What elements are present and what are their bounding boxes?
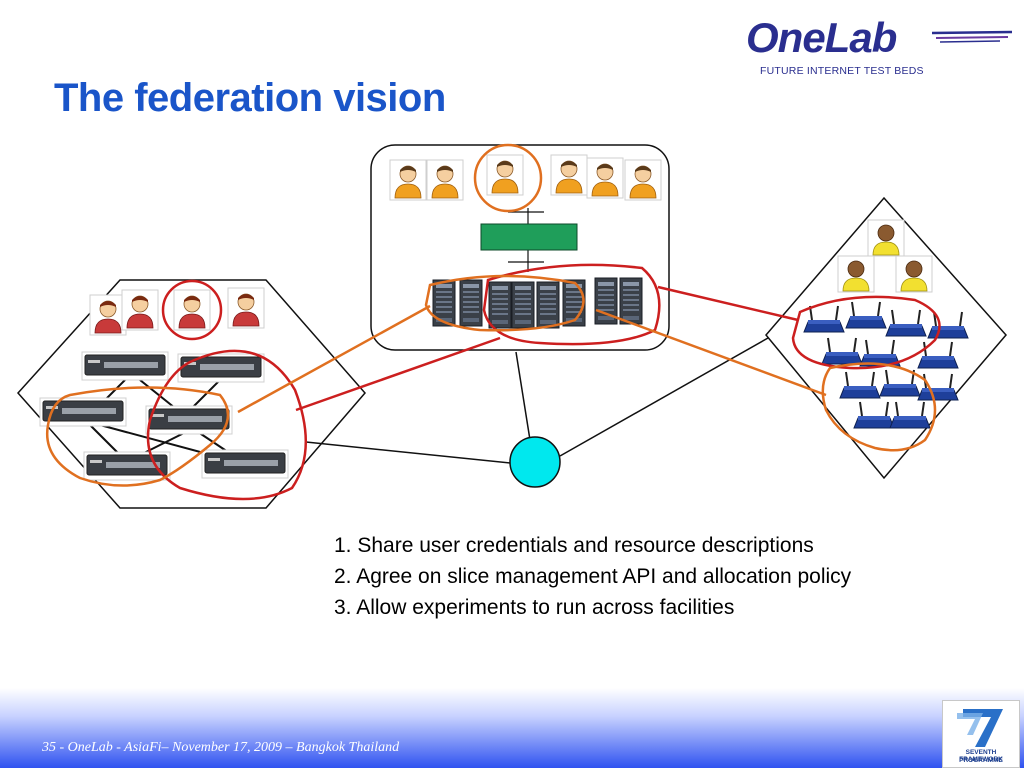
- router-icon: [839, 371, 881, 399]
- central-servers: [432, 277, 643, 329]
- orange-router-selection: [821, 362, 937, 452]
- central-users: [389, 154, 662, 201]
- user-icon: [89, 294, 127, 336]
- router-icon: [853, 401, 895, 429]
- user-icon: [173, 289, 211, 331]
- router-icon: [885, 309, 927, 337]
- user-icon: [586, 157, 624, 199]
- fp7-badge-line: SEVENTH FRAMEWORK: [959, 749, 1003, 763]
- right-users: [837, 219, 933, 293]
- left-users: [89, 287, 265, 336]
- orange-selected-user-circle: [473, 143, 543, 213]
- orange-switch-selection: [45, 386, 230, 487]
- red-server-selection: [482, 263, 661, 346]
- user-icon: [895, 255, 933, 293]
- point-item: 1. Share user credentials and resource d…: [334, 534, 814, 557]
- router-icon: [927, 311, 969, 339]
- federation-hub: [509, 436, 561, 488]
- logo-speed-lines-icon: [932, 30, 1013, 43]
- server-icon: [459, 279, 483, 327]
- switch-icon: [177, 353, 265, 383]
- router-icon: [889, 401, 931, 429]
- fp7-seven-icon: [957, 709, 1003, 747]
- server-icon: [536, 281, 560, 329]
- point-item: 2. Agree on slice management API and all…: [334, 565, 852, 588]
- switch-icon: [145, 405, 233, 435]
- footer-band: [0, 688, 1024, 768]
- orange-slice: [45, 143, 937, 487]
- federation-diagram: [16, 143, 1007, 509]
- server-icon: [619, 277, 643, 325]
- point-item: 3. Allow experiments to run across facil…: [334, 596, 735, 619]
- fp7-badge-line: PROGRAMME: [959, 757, 1003, 764]
- fp7-badge: SEVENTH FRAMEWORK PROGRAMME: [942, 700, 1020, 768]
- red-router-selection: [791, 295, 941, 370]
- points-list: 1. Share user credentials and resource d…: [334, 530, 851, 623]
- red-switch-selection: [146, 349, 308, 501]
- switch-icon: [201, 449, 289, 479]
- user-icon: [867, 219, 905, 257]
- router-icon: [821, 337, 863, 365]
- logo-wordmark: OneLab: [746, 14, 897, 61]
- router-icon: [859, 339, 901, 367]
- server-icon: [488, 281, 512, 329]
- user-icon: [624, 159, 662, 201]
- logo-tagline: FUTURE INTERNET TEST BEDS: [760, 65, 924, 77]
- management-box: [480, 223, 578, 251]
- red-slice: [146, 263, 941, 501]
- left-facility-hexagon: [16, 279, 366, 509]
- user-icon: [426, 159, 464, 201]
- slide-title: The federation vision: [54, 76, 446, 120]
- router-icon: [917, 341, 959, 369]
- central-facility-box: [370, 144, 670, 351]
- user-icon: [227, 287, 265, 329]
- right-facility-diamond: [765, 196, 1007, 480]
- server-icon: [511, 281, 535, 329]
- user-icon: [389, 159, 427, 201]
- router-icon: [803, 305, 845, 333]
- red-selected-user-circle: [161, 279, 223, 341]
- onelab-logo: OneLab FUTURE INTERNET TEST BEDS: [746, 14, 1016, 84]
- user-icon: [121, 289, 159, 331]
- user-icon: [486, 154, 524, 196]
- user-icon: [550, 154, 588, 196]
- footer-text: 35 - OneLab - AsiaFi– November 17, 2009 …: [42, 740, 400, 755]
- switch-icon: [81, 351, 169, 381]
- router-icon: [845, 301, 887, 329]
- user-icon: [837, 255, 875, 293]
- orange-server-selection: [424, 274, 585, 332]
- federation-links: [305, 208, 769, 464]
